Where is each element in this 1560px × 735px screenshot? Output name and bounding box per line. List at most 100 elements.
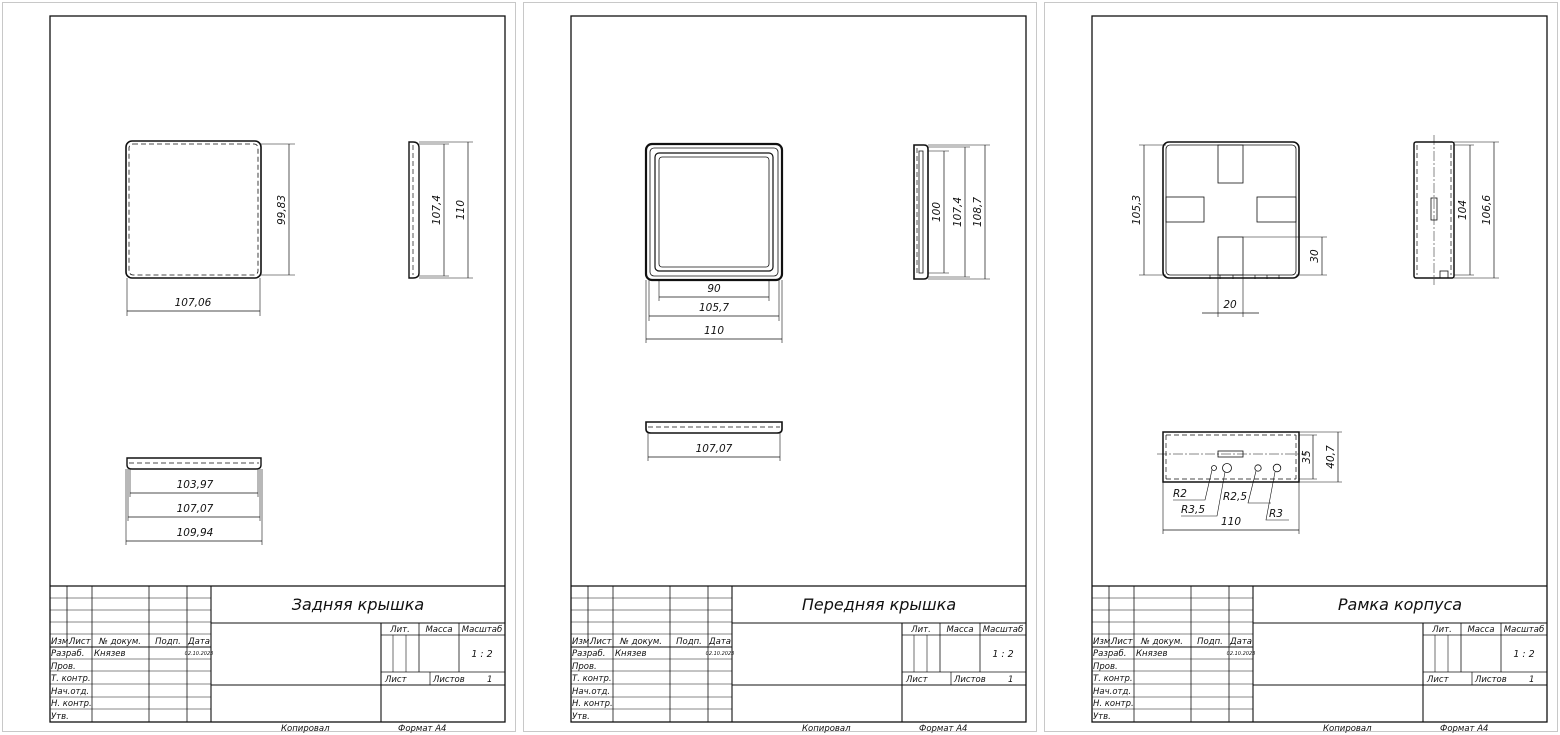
svg-text:107,07: 107,07 (177, 503, 214, 515)
svg-text:Подп.: Подп. (1197, 637, 1223, 647)
svg-text:Утв.: Утв. (51, 712, 69, 722)
svg-text:Листов: Листов (432, 675, 465, 685)
svg-text:Т. контр.: Т. контр. (572, 674, 612, 684)
svg-text:Масса: Масса (946, 625, 973, 635)
sheet-3-canvas: 105,3 30 20 104 106,6 (1091, 15, 1548, 733)
dimension-107-07: 107,07 (647, 433, 781, 461)
svg-text:Формат А4: Формат А4 (398, 724, 446, 733)
svg-text:1: 1 (487, 675, 492, 685)
svg-text:№ докум.: № докум. (619, 637, 662, 647)
svg-text:99,83: 99,83 (276, 195, 288, 225)
svg-text:Лит.: Лит. (389, 625, 410, 635)
dimension-109-94: 109,94 (125, 469, 263, 545)
drawing-frame (570, 15, 1027, 723)
title-block: Передняя крышка Изм. Лист № докум. Подп.… (571, 585, 1026, 733)
dimension-35: 35 (1299, 434, 1317, 480)
dimension-104: 104 (1454, 144, 1474, 276)
svg-text:1 : 2: 1 : 2 (992, 649, 1013, 660)
svg-text:Изм.: Изм. (572, 637, 592, 647)
dimension-20: 20 (1202, 275, 1259, 317)
dimension-106-6: 106,6 (1454, 141, 1499, 279)
svg-text:Дата: Дата (1229, 637, 1252, 647)
svg-text:Лист: Лист (1110, 637, 1134, 647)
dimension-40-7: 40,7 (1299, 431, 1342, 483)
svg-text:105,3: 105,3 (1131, 195, 1143, 225)
front-cover-top-view (645, 421, 783, 434)
sheet-2-canvas: 90 105,7 110 100 107,4 108,7 (570, 15, 1027, 733)
sheet-title: Рамка корпуса (1338, 595, 1462, 614)
dimension-99-83: 99,83 (261, 143, 295, 276)
svg-text:Н. контр.: Н. контр. (572, 699, 613, 709)
svg-text:20: 20 (1223, 299, 1237, 311)
svg-text:Лит.: Лит. (1431, 625, 1452, 635)
svg-text:Пров.: Пров. (1093, 662, 1118, 672)
sheet-title: Передняя крышка (802, 595, 956, 614)
svg-text:R2,5: R2,5 (1223, 491, 1247, 503)
dimension-107-4: 107,4 (419, 143, 449, 277)
svg-text:R3: R3 (1269, 508, 1283, 520)
dimension-30: 30 (1243, 236, 1327, 276)
svg-text:107,4: 107,4 (431, 195, 443, 225)
svg-text:110: 110 (1221, 516, 1241, 528)
drawing-frame (49, 15, 506, 723)
svg-text:Пров.: Пров. (51, 662, 76, 672)
frame-side-view (1413, 135, 1455, 285)
svg-text:100: 100 (931, 202, 943, 222)
radius-leaders: R2 R3,5 R2,5 R3 (1173, 469, 1289, 521)
svg-text:105,7: 105,7 (699, 302, 729, 314)
svg-text:Листов: Листов (953, 675, 986, 685)
svg-text:Князев: Князев (1136, 649, 1167, 659)
svg-text:1: 1 (1008, 675, 1013, 685)
svg-text:40,7: 40,7 (1325, 445, 1337, 469)
back-cover-side-view (408, 141, 420, 279)
svg-text:Нач.отд.: Нач.отд. (572, 687, 610, 697)
svg-text:Дата: Дата (187, 637, 210, 647)
svg-text:107,4: 107,4 (952, 197, 964, 227)
svg-text:Изм.: Изм. (51, 637, 71, 647)
svg-text:Т. контр.: Т. контр. (1093, 674, 1133, 684)
dimension-108-7: 108,7 (928, 144, 990, 280)
drawing-sheet-frame: 105,3 30 20 104 106,6 (1044, 2, 1558, 733)
svg-text:R2: R2 (1173, 488, 1187, 500)
svg-text:02.10.2023: 02.10.2023 (706, 651, 735, 657)
svg-text:Лит.: Лит. (910, 625, 931, 635)
svg-text:Изм.: Изм. (1093, 637, 1113, 647)
svg-text:Князев: Князев (615, 649, 646, 659)
back-cover-front-view (125, 140, 262, 279)
svg-text:Подп.: Подп. (676, 637, 702, 647)
hole-r2-5 (1254, 464, 1262, 472)
dimension-105-3: 105,3 (1131, 144, 1166, 276)
svg-text:109,94: 109,94 (177, 527, 214, 539)
sheet-title: Задняя крышка (292, 595, 424, 614)
svg-text:Утв.: Утв. (1093, 712, 1111, 722)
svg-text:35: 35 (1301, 450, 1313, 464)
svg-text:90: 90 (707, 283, 721, 295)
dimension-103-97: 103,97 (129, 469, 259, 497)
svg-text:Масштаб: Масштаб (462, 625, 502, 635)
svg-text:Нач.отд.: Нач.отд. (51, 687, 89, 697)
svg-text:№ докум.: № докум. (1140, 637, 1183, 647)
svg-text:Утв.: Утв. (572, 712, 590, 722)
svg-text:Разраб.: Разраб. (51, 649, 84, 659)
svg-text:108,7: 108,7 (972, 197, 984, 227)
svg-text:107,07: 107,07 (696, 443, 733, 455)
svg-text:R3,5: R3,5 (1181, 504, 1205, 516)
dimension-107-06: 107,06 (126, 278, 261, 316)
svg-text:Подп.: Подп. (155, 637, 181, 647)
hole-r2 (1211, 465, 1217, 471)
svg-text:Лист: Лист (589, 637, 613, 647)
svg-text:02.10.2023: 02.10.2023 (185, 651, 214, 657)
svg-text:106,6: 106,6 (1481, 195, 1493, 225)
svg-text:103,97: 103,97 (177, 479, 214, 491)
title-block: Задняя крышка Изм. Лист № докум. Подп. Д… (50, 585, 505, 733)
dimension-107-07: 107,07 (127, 469, 261, 521)
svg-text:Лист: Лист (905, 675, 929, 685)
hole-r3-5 (1222, 463, 1232, 473)
svg-text:Масса: Масса (425, 625, 452, 635)
dimension-110: 110 (645, 280, 783, 343)
svg-text:Дата: Дата (708, 637, 731, 647)
drawing-frame (1091, 15, 1548, 723)
sheet-1-canvas: 99,83 107,06 107,4 110 103,97 10 (49, 15, 506, 733)
svg-text:Лист: Лист (384, 675, 408, 685)
svg-text:Нач.отд.: Нач.отд. (1093, 687, 1131, 697)
